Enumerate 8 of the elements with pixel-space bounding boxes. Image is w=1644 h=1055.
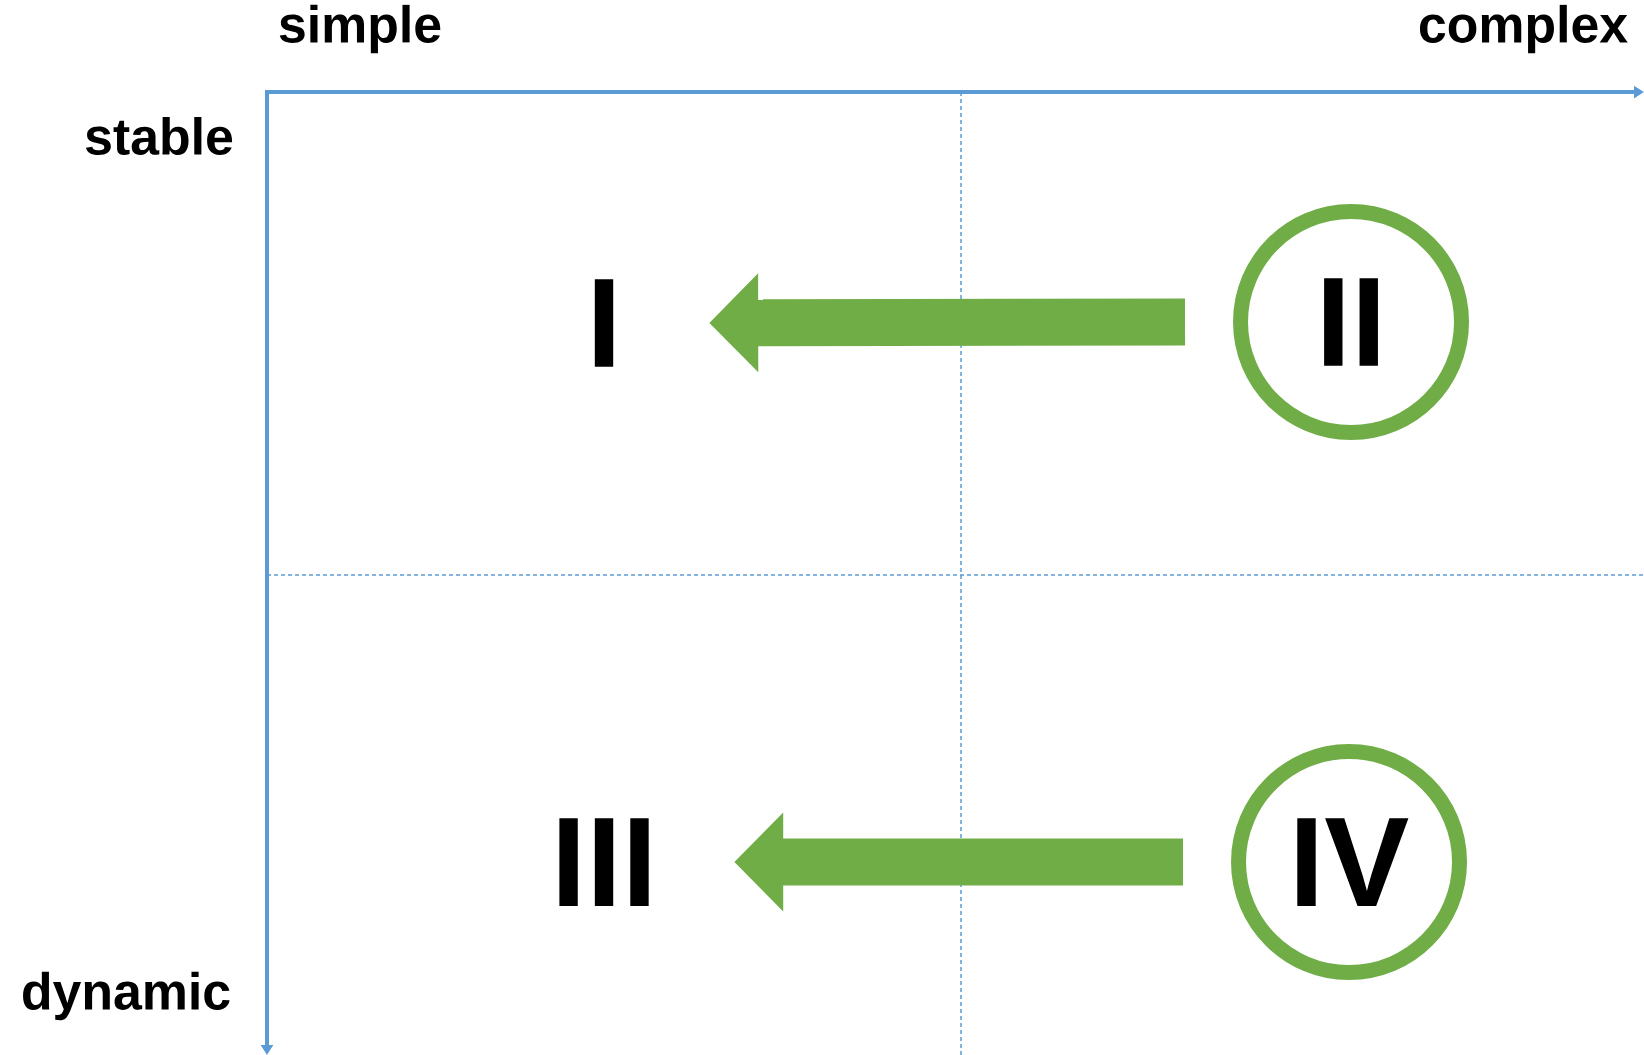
axis-label: stable bbox=[85, 116, 233, 155]
circle-node: IV bbox=[1231, 744, 1467, 980]
axis-label: complex bbox=[1419, 4, 1628, 54]
axis-label: dynamic bbox=[23, 971, 230, 1021]
axis-label: simple bbox=[279, 4, 441, 54]
circle-node: II bbox=[1233, 204, 1469, 440]
numeral: III bbox=[559, 818, 649, 906]
numeral: I bbox=[594, 279, 614, 367]
